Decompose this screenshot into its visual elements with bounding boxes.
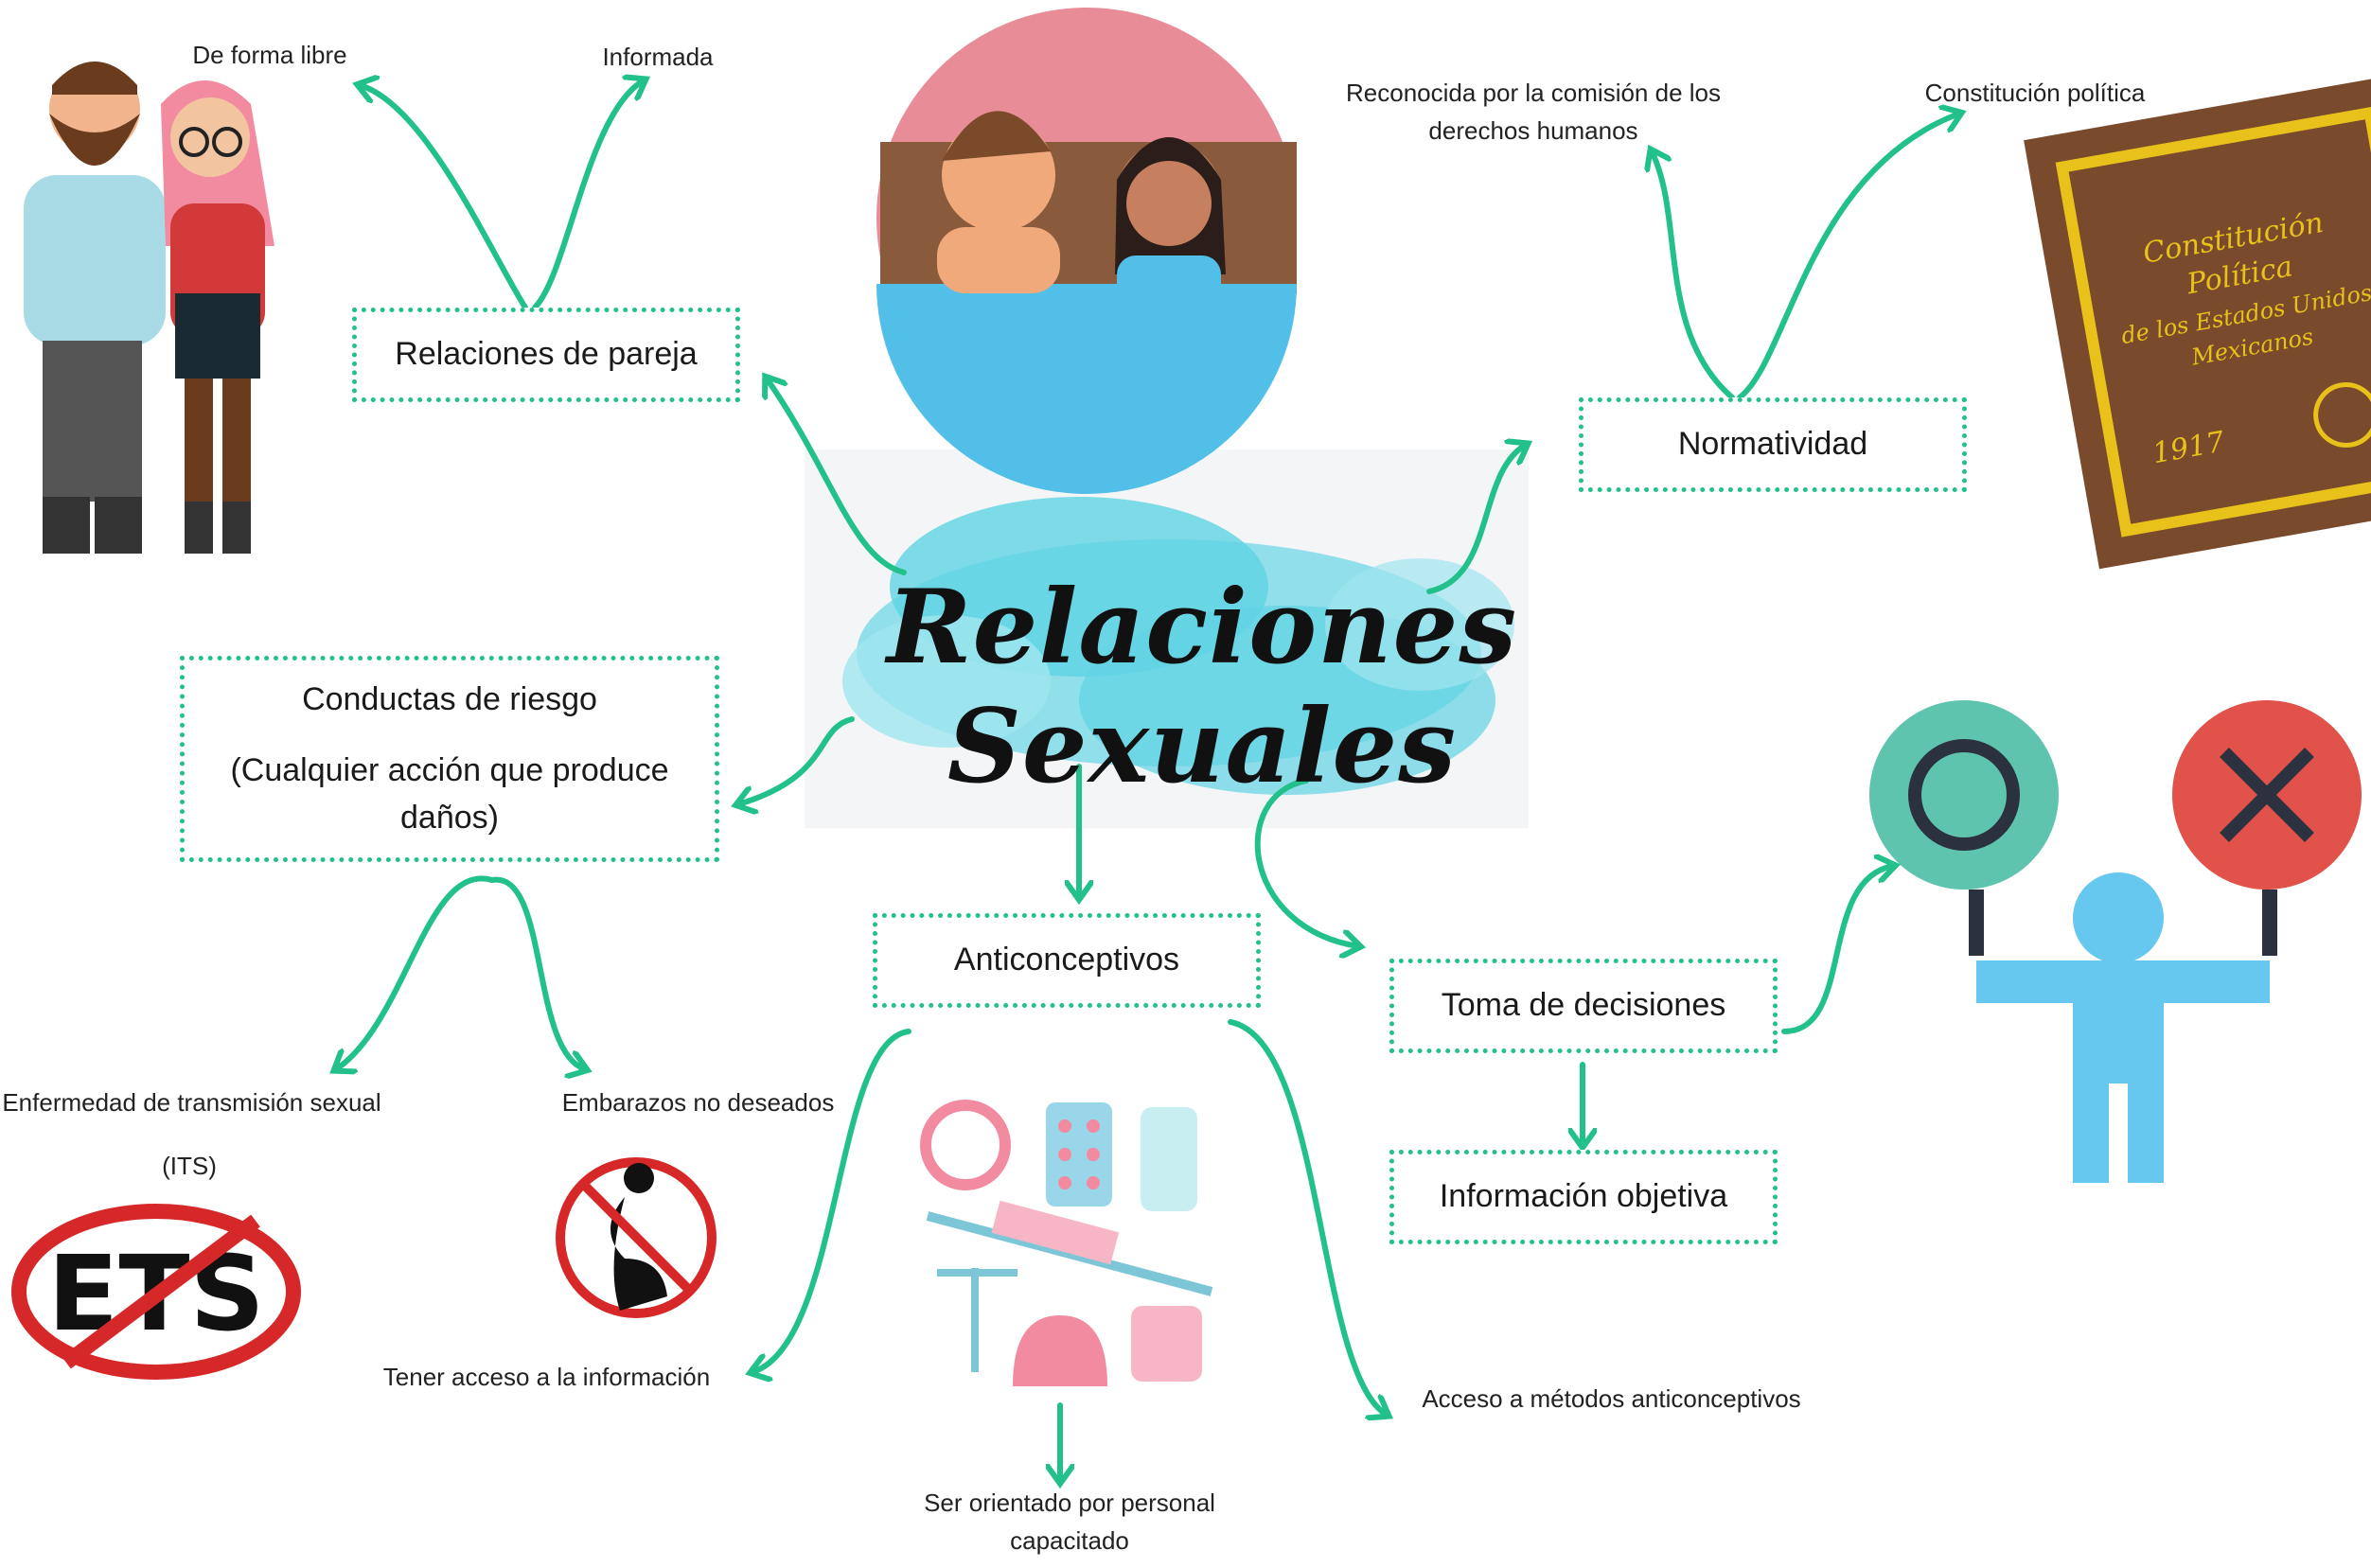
label-its: (ITS) bbox=[162, 1152, 217, 1180]
node-informacion-objetiva: Información objetiva bbox=[1389, 1150, 1778, 1244]
no-ets-sign: ETS bbox=[9, 1204, 308, 1380]
label-forma-libre: De forma libre bbox=[192, 41, 347, 69]
label-reconocida-cdh: Reconocida por la comisión de los derech… bbox=[1346, 79, 1721, 146]
node-conductas-desc: (Cualquier acción que produce daños) bbox=[230, 752, 669, 836]
couple-standing-illustration bbox=[24, 62, 274, 554]
node-relaciones-pareja: Relaciones de pareja bbox=[352, 308, 740, 402]
label-constitucion-politica: Constitución política bbox=[1924, 79, 2146, 107]
watercolor-splash bbox=[805, 449, 1529, 828]
no-pregnancy-sign bbox=[556, 1157, 717, 1318]
node-anticonceptivos: Anticonceptivos bbox=[873, 913, 1261, 1008]
node-conductas-title: Conductas de riesgo bbox=[302, 681, 597, 718]
couple-bath-illustration bbox=[876, 8, 1297, 494]
node-anticonceptivos-label: Anticonceptivos bbox=[953, 942, 1180, 978]
constitution-book-image: Constitución Política de los Estados Uni… bbox=[2024, 74, 2371, 570]
label-acceso-metodos: Acceso a métodos anticonceptivos bbox=[1422, 1384, 1801, 1413]
node-toma-decisiones-label: Toma de decisiones bbox=[1441, 987, 1726, 1024]
label-orientado-personal: Ser orientado por personal capacitado bbox=[924, 1489, 1215, 1556]
label-informada: Informada bbox=[602, 43, 714, 71]
central-title: Relaciones Sexuales bbox=[886, 568, 1518, 806]
yes-no-decision-illustration bbox=[1869, 700, 2362, 1183]
node-relaciones-pareja-label: Relaciones de pareja bbox=[395, 336, 698, 373]
label-ets: Enfermedad de transmisión sexual bbox=[2, 1088, 381, 1117]
connector-arrows bbox=[336, 80, 1959, 1481]
node-informacion-objetiva-label: Información objetiva bbox=[1439, 1178, 1728, 1215]
label-embarazos: Embarazos no deseados bbox=[561, 1088, 835, 1117]
node-toma-decisiones: Toma de decisiones bbox=[1389, 959, 1778, 1053]
node-normatividad-label: Normatividad bbox=[1677, 426, 1868, 463]
node-conductas-riesgo: Conductas de riesgo (Cualquier acción qu… bbox=[180, 656, 719, 862]
label-acceso-informacion: Tener acceso a la información bbox=[382, 1363, 711, 1391]
contraceptives-illustration bbox=[920, 1100, 1213, 1386]
node-normatividad: Normatividad bbox=[1579, 397, 1967, 492]
